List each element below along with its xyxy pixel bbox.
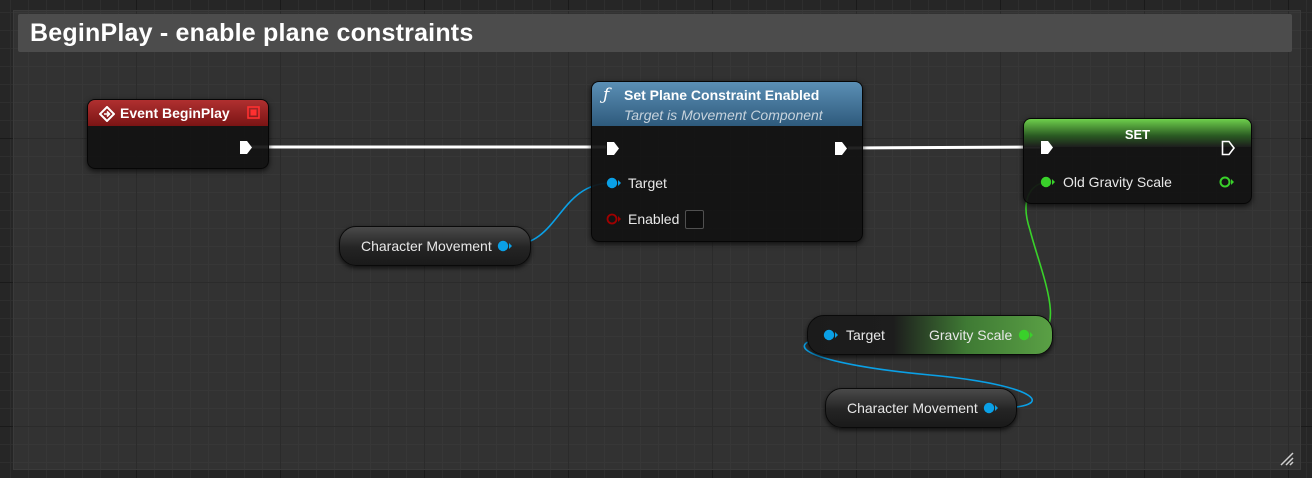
enabled-input-pin[interactable] [606,213,622,225]
comment-header[interactable]: BeginPlay - enable plane constraints [18,14,1292,52]
exec-output-pin[interactable] [834,141,848,156]
enabled-checkbox[interactable] [685,210,704,229]
set-variable-title: SET [1124,127,1151,142]
character-movement-output-pin[interactable] [497,240,513,252]
old-gravity-scale-output-pin[interactable] [1219,176,1235,188]
comment-title[interactable]: BeginPlay - enable plane constraints [30,19,474,47]
event-begin-play-title: Event BeginPlay [120,105,230,121]
gravity-scale-output-pin[interactable] [1018,329,1034,341]
character-movement-label: Character Movement [361,238,492,254]
set-plane-constraint-title: Set Plane Constraint Enabled [624,87,820,103]
character-movement-getter[interactable]: Character Movement [339,226,531,266]
function-f-icon: ƒ [603,85,610,105]
set-plane-constraint-subtitle: Target is Movement Component [624,107,823,123]
character-movement-label: Character Movement [847,400,978,416]
exec-input-pin[interactable] [1040,140,1054,155]
enabled-pin-label: Enabled [628,211,680,227]
exec-input-pin[interactable] [606,141,620,156]
set-plane-constraint-header[interactable]: ƒ Set Plane Constraint Enabled Target is… [592,82,862,126]
set-variable-header[interactable]: SET [1024,119,1251,147]
set-plane-constraint-node[interactable]: ƒ Set Plane Constraint Enabled Target is… [591,81,863,242]
old-gravity-scale-label: Old Gravity Scale [1063,174,1172,190]
exec-output-pin[interactable] [239,140,253,155]
event-begin-play-node[interactable]: Event BeginPlay [87,99,269,169]
target-input-pin[interactable] [606,177,622,189]
target-pin-label: Target [628,175,667,191]
old-gravity-scale-input-pin[interactable] [1040,176,1056,188]
character-movement-output-pin[interactable] [983,402,999,414]
delegate-output-icon[interactable] [247,106,260,119]
exec-output-pin[interactable] [1221,140,1236,156]
set-variable-node[interactable]: SET Old Gravity Scale [1023,118,1252,204]
gravity-scale-label: Gravity Scale [929,327,1013,343]
gravity-target-label: Target [846,327,885,343]
event-diamond-icon [99,106,115,122]
gravity-scale-getter[interactable]: Target Gravity Scale [807,315,1053,355]
character-movement-getter[interactable]: Character Movement [825,388,1017,428]
resize-grip-icon[interactable] [1278,450,1294,466]
event-begin-play-header[interactable]: Event BeginPlay [88,100,268,126]
gravity-target-input-pin[interactable] [823,329,839,341]
